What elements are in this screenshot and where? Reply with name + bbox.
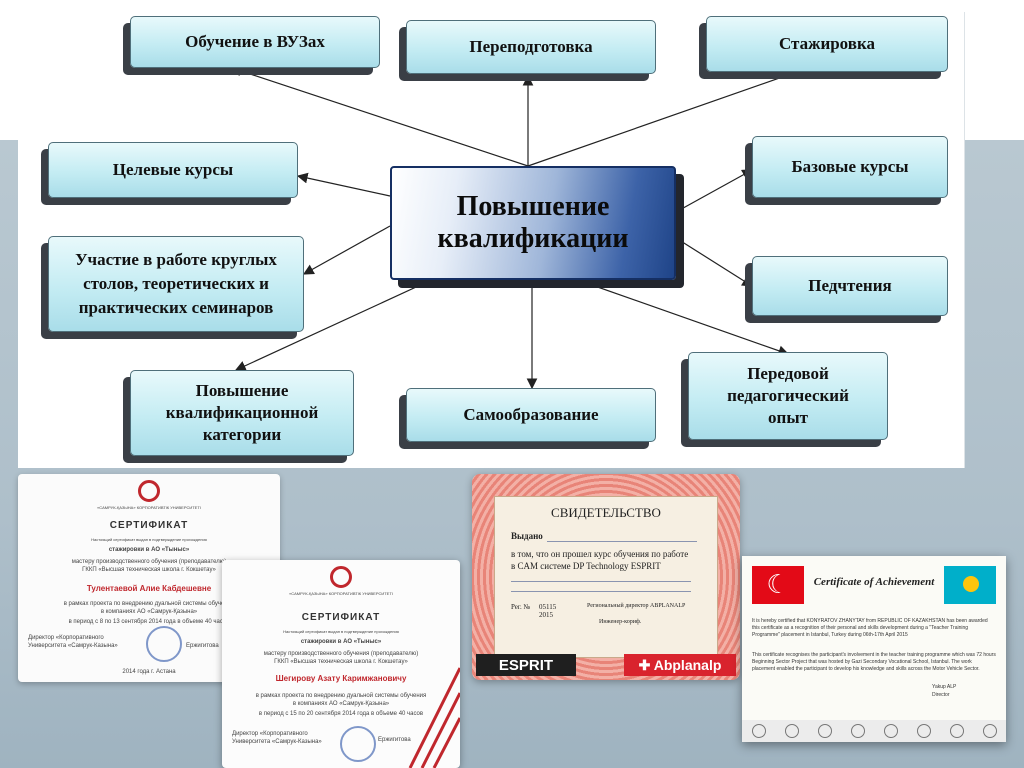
cert1-signer: Ержигитова [186, 643, 219, 649]
cert4-body2: This certificate recognises the particip… [752, 652, 996, 672]
node-retraining-label: Переподготовка [469, 37, 593, 56]
node-basic-courses-label: Базовые курсы [791, 157, 909, 176]
node-self-education-label: Самообразование [463, 405, 599, 424]
university-logo-icon [138, 480, 160, 502]
cert1-intern: стажировки в АО «Тыныс» [108, 547, 190, 553]
cert1-director: Директор «Корпоративного Университета «С… [28, 635, 118, 649]
node-best-practice-line3: опыт [768, 408, 808, 427]
node-universities-label: Обучение в ВУЗах [185, 32, 325, 51]
cert3-reg-label: Рег. № [511, 603, 531, 611]
node-self-education: Самообразование [406, 388, 656, 442]
cert1-school: ГККП «Высшая техническая школа г. Кокшет… [82, 567, 216, 573]
cert1-logo-label: «САМРУК-ҚАЗЫНА» КОРПОРАТИВТІК УНИВЕРСИТЕ… [97, 505, 201, 510]
sponsor-logo-icon [817, 724, 832, 738]
cert3-line2: в CAM системе DP Technology ESPRIT [511, 561, 661, 571]
node-best-practice: Передовой педагогический опыт [688, 352, 888, 440]
cert1-place-year: 2014 года г. Астана [122, 669, 176, 675]
cert3-director: Региональный директор ABPLANALP [587, 603, 686, 609]
abplanalp-logo: ✚ Abplanalp [624, 654, 736, 676]
sponsor-logo-icon [850, 724, 865, 738]
sponsor-logo-icon [916, 724, 931, 738]
node-retraining: Переподготовка [406, 20, 656, 74]
certificate-2: «САМРУК-ҚАЗЫНА» КОРПОРАТИВТІК УНИВЕРСИТЕ… [222, 560, 460, 768]
cert3-line1: в том, что он прошел курс обучения по ра… [511, 549, 689, 559]
cert1-name: Тулентаевой Алие Кабдешевне [86, 584, 212, 593]
cert3-engineer: Инженер-кориф. [599, 619, 642, 625]
cert1-confirm: Настоящий сертификат выдан в подтвержден… [91, 537, 207, 542]
node-ped-readings: Педчтения [752, 256, 948, 316]
cert4-body1: It is hereby certified that KONYRATOV ZH… [752, 618, 988, 638]
node-category: Повышение квалификационной категории [130, 370, 354, 456]
node-ped-readings-label: Педчтения [808, 276, 892, 295]
cert2-mentor: мастеру производственного обучения (преп… [263, 651, 419, 657]
certificate-4: ☾ Certificate of Achievement It is hereb… [742, 556, 1006, 742]
node-targeted-courses-label: Целевые курсы [112, 160, 234, 179]
esprit-logo: ESPRIT [476, 654, 576, 676]
sponsor-logo-icon [883, 724, 898, 738]
sponsor-logo-icon [982, 724, 997, 738]
cert2-company: в компаниях АО «Самрук-Қазына» [292, 701, 390, 707]
sponsor-logos [742, 720, 1006, 742]
cert1-title: СЕРТИФИКАТ [109, 520, 189, 531]
node-internship-label: Стажировка [779, 34, 875, 53]
cert2-stripes-icon [408, 667, 460, 768]
node-best-practice-line2: педагогический [727, 386, 849, 405]
cert1-project: в рамках проекта по внедрению дуальной с… [63, 601, 235, 607]
university-logo-icon [330, 566, 352, 588]
cert2-intern: стажировки в АО «Тыныс» [300, 639, 382, 645]
node-targeted-courses: Целевые курсы [48, 142, 298, 198]
sponsor-logo-icon [751, 724, 766, 738]
center-node: Повышение квалификации [390, 166, 676, 280]
cert3-handwritten-line [547, 541, 697, 542]
center-node-line2: квалификации [437, 223, 629, 254]
node-round-tables-line2: столов, теоретических и [83, 274, 269, 293]
cert2-confirm: Настоящий сертификат выдан в подтвержден… [283, 629, 399, 634]
cert2-school: ГККП «Высшая техническая школа г. Кокшет… [274, 659, 408, 665]
cert3-year: 2015 [539, 611, 553, 619]
node-category-line1: Повышение [195, 381, 289, 400]
cert2-period: в период с 15 по 20 сентября 2014 года в… [258, 711, 424, 717]
cert3-handwritten-line [511, 581, 691, 582]
cert3-handwritten-line [511, 591, 691, 592]
cert2-director: Директор «Корпоративного Университета «С… [232, 731, 322, 745]
cert2-title: СЕРТИФИКАТ [301, 612, 381, 623]
cert2-signer: Ержигитова [378, 737, 411, 743]
cert2-stamp-icon [340, 726, 376, 762]
node-round-tables-line1: Участие в работе круглых [75, 250, 277, 269]
sponsor-logo-icon [949, 724, 964, 738]
cert3-title: СВИДЕТЕЛЬСТВО [551, 505, 661, 520]
node-basic-courses: Базовые курсы [752, 136, 948, 198]
node-round-tables: Участие в работе круглых столов, теорети… [48, 236, 304, 332]
cert1-company: в компаниях АО «Самрук-Қазына» [100, 609, 198, 615]
cert1-period: в период с 8 по 13 сентября 2014 года в … [68, 619, 230, 625]
node-universities: Обучение в ВУЗах [130, 16, 380, 68]
cert1-stamp-icon [146, 626, 182, 662]
cert1-mentor: мастеру производственного обучения (преп… [71, 559, 227, 565]
node-internship: Стажировка [706, 16, 948, 72]
cert4-title: Certificate of Achievement [813, 576, 935, 588]
cert4-signer: Yakup ALP [932, 684, 957, 690]
certificate-3: СВИДЕТЕЛЬСТВО Выдано в том, что он проше… [472, 474, 740, 680]
turkey-flag-icon: ☾ [752, 566, 804, 604]
cert3-reg-number: 05115 [539, 603, 557, 611]
cert2-project: в рамках проекта по внедрению дуальной с… [255, 693, 427, 699]
cert4-signer-role: Director [932, 692, 950, 698]
node-category-line2: квалификационной [165, 403, 319, 422]
node-best-practice-line1: Передовой [747, 364, 829, 383]
node-round-tables-line3: практических семинаров [78, 298, 274, 317]
node-category-line3: категории [202, 425, 282, 444]
center-node-line1: Повышение [456, 191, 610, 222]
cert2-logo-label: «САМРУК-ҚАЗЫНА» КОРПОРАТИВТІК УНИВЕРСИТЕ… [289, 591, 393, 596]
cert3-issued-label: Выдано [511, 531, 543, 541]
cert3-inner: СВИДЕТЕЛЬСТВО Выдано в том, что он проше… [494, 496, 718, 658]
sponsor-logo-icon [784, 724, 799, 738]
kazakhstan-flag-icon [944, 566, 996, 604]
cert2-name: Шегирову Азату Каримжановичу [275, 674, 407, 683]
